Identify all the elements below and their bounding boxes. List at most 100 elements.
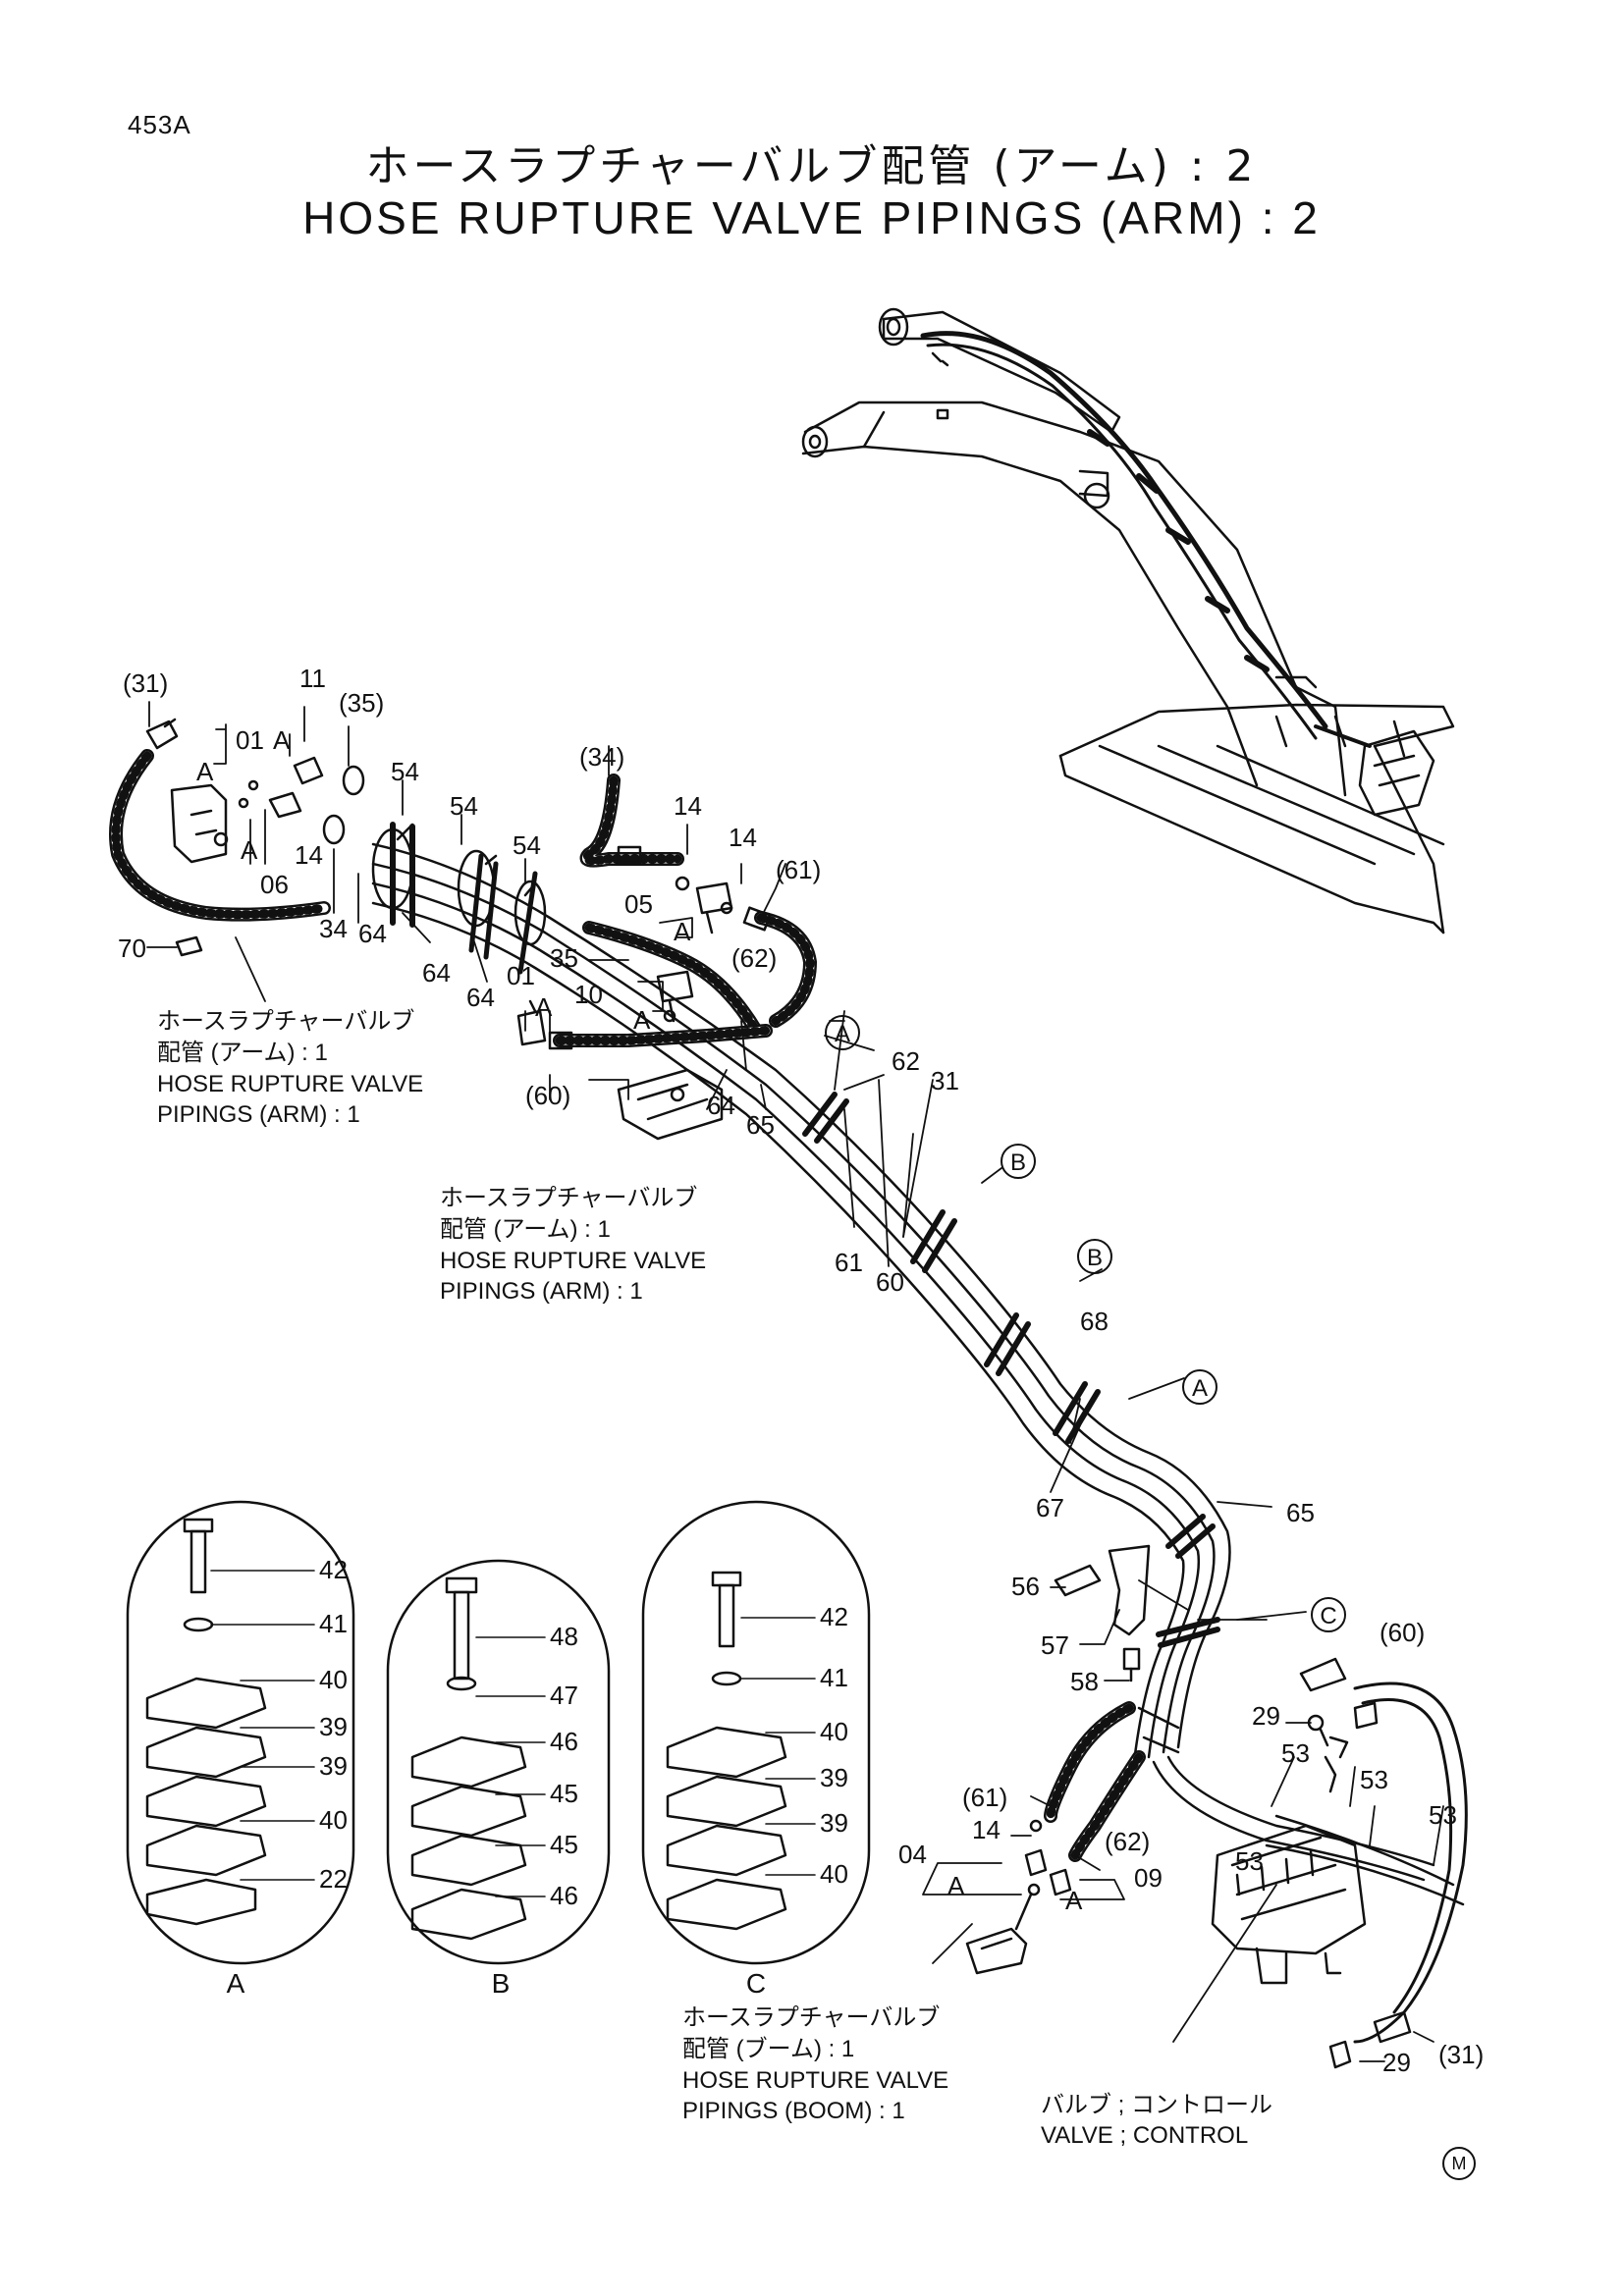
clamp-c-40: 40 xyxy=(820,1717,848,1746)
callout-64-d: 64 xyxy=(707,1091,735,1120)
callout-62-paren: (62) xyxy=(731,943,777,973)
callout-58: 58 xyxy=(1070,1667,1099,1696)
fittings xyxy=(145,718,1412,2069)
callout-a-8: A xyxy=(1065,1886,1083,1915)
callout-01-centre: 01 xyxy=(507,961,535,990)
ref-boom-ja1: ホースラプチャーバルブ xyxy=(682,2004,940,2031)
clamp-callouts: 42 41 40 39 39 40 22 48 47 46 45 45 46 4… xyxy=(319,1555,848,1910)
clamp-a-40: 40 xyxy=(319,1665,348,1694)
ref-arm2-en1: HOSE RUPTURE VALVE xyxy=(440,1248,706,1274)
clamp-b-45-2: 45 xyxy=(550,1830,578,1859)
section-marker-a-1: A xyxy=(835,1021,850,1047)
callout-35: (35) xyxy=(339,688,384,718)
callout-53-a: 53 xyxy=(1281,1738,1310,1768)
callout-61-top: (61) xyxy=(776,855,821,884)
callout-57: 57 xyxy=(1041,1630,1069,1660)
ref-valve-ja: バルブ ; コントロール xyxy=(1041,2092,1272,2118)
callout-54-b: 54 xyxy=(450,791,478,821)
part-labels: (31) 11 (35) 01 A A 54 54 54 A 14 06 34 … xyxy=(118,664,1484,2077)
callout-a-4: A xyxy=(674,917,691,946)
callout-65: 65 xyxy=(746,1110,775,1140)
callout-60-right: (60) xyxy=(1380,1618,1425,1647)
callout-31: 31 xyxy=(931,1066,959,1095)
callout-a-1: A xyxy=(273,725,291,755)
callout-54-c: 54 xyxy=(513,830,541,860)
section-marker-b-2: B xyxy=(1087,1245,1103,1271)
ref-arm2-ja1: ホースラプチャーバルブ xyxy=(440,1185,697,1211)
callout-56: 56 xyxy=(1011,1572,1040,1601)
callout-65-lower: 65 xyxy=(1286,1498,1315,1527)
ref-arm2-ja2: 配管 (アーム) : 1 xyxy=(440,1216,611,1243)
clamp-b-46-2: 46 xyxy=(550,1881,578,1910)
detail-label-a: A xyxy=(227,1968,245,1999)
ref-arm1-ja1: ホースラプチャーバルブ xyxy=(157,1008,414,1035)
title-japanese: ホースラプチャーバルブ配管 (アーム) : 2 xyxy=(365,141,1258,191)
clamp-detail-b xyxy=(386,1559,611,1965)
callout-62: 62 xyxy=(892,1046,920,1076)
ref-arm1-ja2: 配管 (アーム) : 1 xyxy=(157,1040,328,1066)
title-english: HOSE RUPTURE VALVE PIPINGS (ARM) : 2 xyxy=(302,192,1321,243)
detail-label-b: B xyxy=(492,1968,511,1999)
clamp-b-46: 46 xyxy=(550,1727,578,1756)
clamp-a-39-1: 39 xyxy=(319,1712,348,1741)
callout-53-d: 53 xyxy=(1235,1846,1264,1876)
callout-11: 11 xyxy=(299,664,326,693)
ref-valve-en: VALVE ; CONTROL xyxy=(1041,2122,1248,2149)
leader-lines xyxy=(146,701,1444,2062)
callout-61: 61 xyxy=(835,1248,863,1277)
clamp-c-39-2: 39 xyxy=(820,1808,848,1838)
ref-arm2-en2: PIPINGS (ARM) : 1 xyxy=(440,1278,643,1305)
callout-29-top: 29 xyxy=(1252,1701,1280,1731)
reference-notes: ホースラプチャーバルブ 配管 (アーム) : 1 HOSE RUPTURE VA… xyxy=(157,1008,1272,2149)
callout-64-b: 64 xyxy=(422,958,451,988)
callout-a-7: A xyxy=(947,1871,965,1900)
main-hose-bundle xyxy=(109,749,1468,2044)
callout-10: 10 xyxy=(574,980,603,1009)
clamp-c-41: 41 xyxy=(820,1663,848,1692)
clamp-c-40-2: 40 xyxy=(820,1859,848,1889)
callout-61-lower: (61) xyxy=(962,1783,1007,1812)
callout-60-left: (60) xyxy=(525,1081,570,1110)
callout-31-bottom: (31) xyxy=(1438,2040,1484,2069)
callout-53-c: 53 xyxy=(1429,1800,1457,1830)
section-marker-letters: A B B A C xyxy=(835,1021,1337,1629)
section-marker-a-2: A xyxy=(1192,1375,1208,1402)
callout-54-a: 54 xyxy=(391,757,419,786)
clamp-b-47: 47 xyxy=(550,1681,578,1710)
clamp-c-39-1: 39 xyxy=(820,1763,848,1792)
page-code: 453A xyxy=(128,110,191,139)
ref-boom-ja2: 配管 (ブーム) : 1 xyxy=(682,2036,854,2062)
clamp-b-48: 48 xyxy=(550,1622,578,1651)
callout-a-3: A xyxy=(241,835,258,865)
callout-53-b: 53 xyxy=(1360,1765,1388,1794)
callout-35-lower: 35 xyxy=(550,943,578,973)
clamp-c-42: 42 xyxy=(820,1602,848,1631)
callout-a-6: A xyxy=(633,1005,651,1035)
section-marker-circles xyxy=(825,1015,1346,1632)
clamp-detail-a xyxy=(126,1500,355,1965)
clamp-a-41: 41 xyxy=(319,1609,348,1638)
callout-29-bottom: 29 xyxy=(1382,2048,1411,2077)
callout-01-top: 01 xyxy=(236,725,264,755)
ref-arm1-en1: HOSE RUPTURE VALVE xyxy=(157,1071,423,1097)
ref-boom-en2: PIPINGS (BOOM) : 1 xyxy=(682,2098,905,2124)
callout-09: 09 xyxy=(1134,1863,1163,1893)
callout-14-left: 14 xyxy=(295,840,323,870)
callout-68: 68 xyxy=(1080,1307,1109,1336)
section-marker-c: C xyxy=(1320,1603,1336,1629)
callout-67: 67 xyxy=(1036,1493,1064,1522)
callout-70: 70 xyxy=(118,934,146,963)
detail-label-c: C xyxy=(746,1968,766,1999)
clamp-a-40-2: 40 xyxy=(319,1805,348,1835)
clamp-b-45-1: 45 xyxy=(550,1779,578,1808)
footer-mark-symbol: M xyxy=(1442,2147,1476,2180)
callout-14-right: 14 xyxy=(729,823,757,852)
callout-a-5: A xyxy=(535,992,553,1022)
callout-64-a: 64 xyxy=(358,919,387,948)
excavator-boom-illustration xyxy=(801,307,1455,934)
callout-62-lower: (62) xyxy=(1105,1827,1150,1856)
ref-arm1-en2: PIPINGS (ARM) : 1 xyxy=(157,1101,360,1128)
callout-34: 34 xyxy=(319,914,348,943)
detail-letters: A B C xyxy=(216,1965,776,1999)
